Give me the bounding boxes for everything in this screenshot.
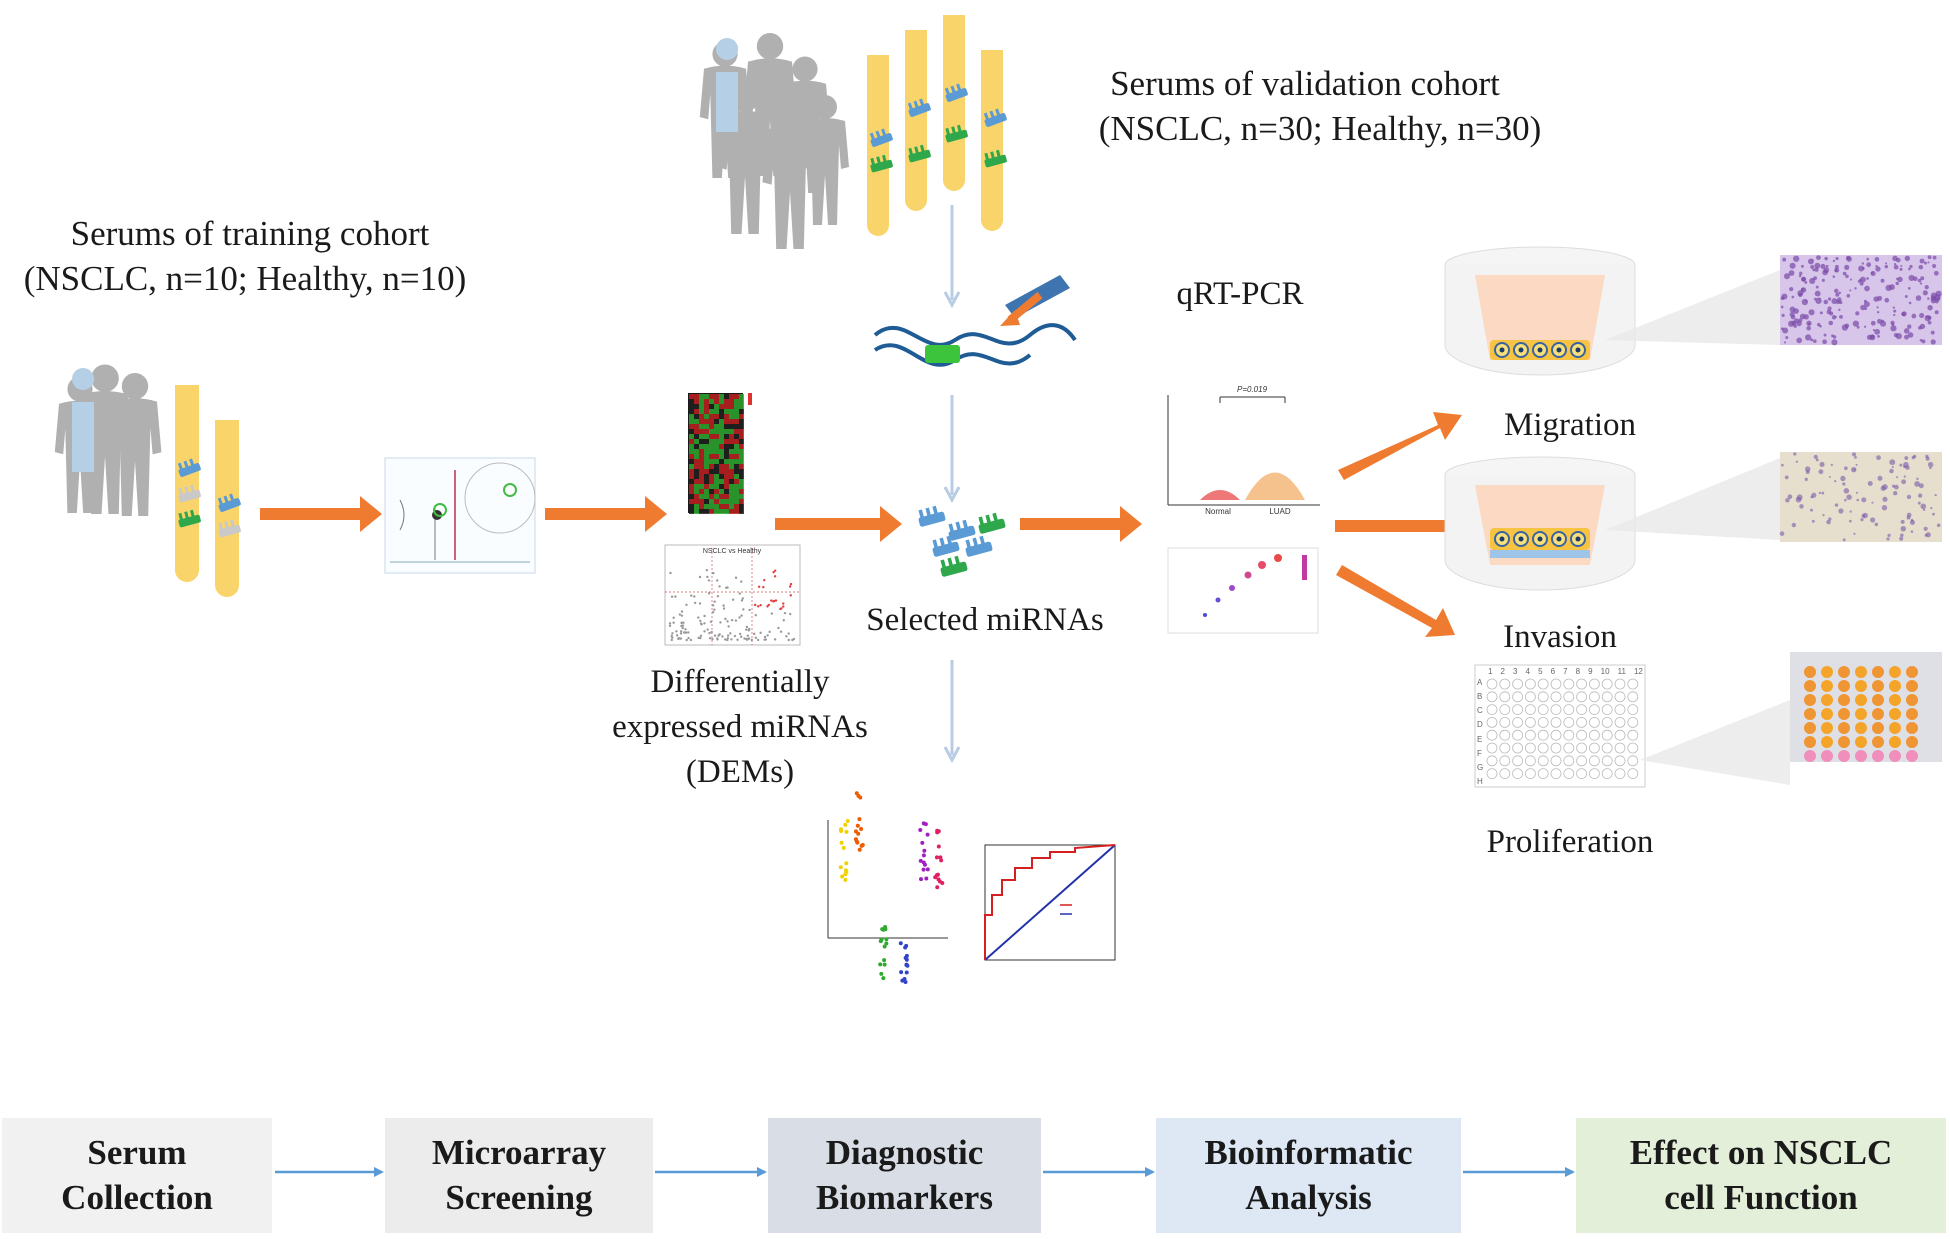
svg-text:Normal: Normal <box>1205 507 1231 516</box>
proliferation-label: Proliferation <box>1486 824 1654 860</box>
orange-flow-arrows <box>260 412 1467 637</box>
qrtpcr-dotplot-panel: P=0.019 Normal LUAD <box>1167 385 1320 516</box>
roc-curve-panel <box>984 844 1116 961</box>
step-label-line1: Microarray <box>431 1132 607 1172</box>
dems-label-line3: (DEMs) <box>685 754 795 790</box>
step-label-line2: Analysis <box>1245 1177 1372 1217</box>
selected-mirnas-icon <box>916 504 1006 578</box>
plate-col-label: 9 <box>1588 667 1593 676</box>
plate-row-label: H <box>1477 776 1483 786</box>
validation-cohort-title: Serums of validation cohort <box>1110 64 1500 103</box>
step-label-line1: Bioinformatic <box>1204 1132 1413 1172</box>
svg-text:LUAD: LUAD <box>1269 507 1291 516</box>
validation-people-icon <box>699 33 849 249</box>
step-label-line2: Screening <box>445 1177 593 1217</box>
plate-row-label: B <box>1477 692 1483 702</box>
proliferation-plate-icon <box>1474 652 1942 788</box>
heatmap-panel <box>688 393 752 514</box>
step-label-line2: Biomarkers <box>816 1177 993 1217</box>
plate-col-label: 1 <box>1488 667 1493 676</box>
step-effect-on-nsclc: Effect on NSCLC cell Function <box>1576 1118 1946 1233</box>
validation-cohort-subtitle: (NSCLC, n=30; Healthy, n=30) <box>1098 109 1542 148</box>
migration-transwell-icon <box>1444 246 1942 376</box>
plate-row-label: E <box>1477 734 1483 744</box>
volcano-plot-panel: NSCLC vs Healthy <box>664 544 801 646</box>
svg-text:P=0.019: P=0.019 <box>1237 385 1268 394</box>
step-label-line1: Effect on NSCLC <box>1629 1132 1893 1172</box>
step-label-line1: Serum <box>87 1132 187 1172</box>
training-cohort-title: Serums of training cohort <box>70 214 430 253</box>
step-label-line2: Collection <box>61 1177 213 1217</box>
plate-row-label: G <box>1477 762 1484 772</box>
diagnostic-scatter-panel <box>827 791 948 984</box>
plate-row-label: D <box>1477 720 1483 730</box>
step-label-line1: Diagnostic <box>825 1132 984 1172</box>
dems-label-line2: expressed miRNAs <box>612 709 868 745</box>
vertical-flow-arrows <box>943 205 961 764</box>
qrtpcr-label: qRT-PCR <box>1176 276 1304 312</box>
step-label-line2: cell Function <box>1664 1177 1858 1217</box>
training-tubes-icon <box>175 385 242 597</box>
plate-col-label: 7 <box>1563 667 1568 676</box>
enrichment-dotplot-panel <box>1167 547 1319 634</box>
invasion-label: Invasion <box>1503 619 1617 655</box>
plate-col-label: 11 <box>1617 667 1626 676</box>
plate-col-label: 6 <box>1550 667 1556 676</box>
plate-col-label: 3 <box>1513 667 1518 676</box>
dna-primer-icon <box>873 275 1077 367</box>
plate-col-label: 12 <box>1633 667 1643 676</box>
plate-col-label: 10 <box>1600 667 1610 676</box>
training-cohort-subtitle: (NSCLC, n=10; Healthy, n=10) <box>23 259 467 298</box>
selected-mirnas-label: Selected miRNAs <box>866 602 1104 638</box>
svg-text:NSCLC vs Healthy: NSCLC vs Healthy <box>703 548 762 555</box>
validation-tubes-icon <box>867 15 1008 236</box>
dems-label-line1: Differentially <box>650 664 830 700</box>
plate-col-label: 5 <box>1538 667 1543 676</box>
plate-row-label: F <box>1477 748 1482 758</box>
plate-col-label: 8 <box>1575 667 1581 676</box>
training-people-icon <box>54 364 162 516</box>
migration-label: Migration <box>1504 407 1636 443</box>
mirna-target-panel <box>384 457 536 574</box>
plate-col-label: 4 <box>1525 667 1530 676</box>
invasion-transwell-icon <box>1444 452 1942 591</box>
plate-row-label: A <box>1477 678 1483 687</box>
plate-col-label: 2 <box>1500 667 1505 676</box>
plate-row-label: C <box>1477 706 1483 716</box>
